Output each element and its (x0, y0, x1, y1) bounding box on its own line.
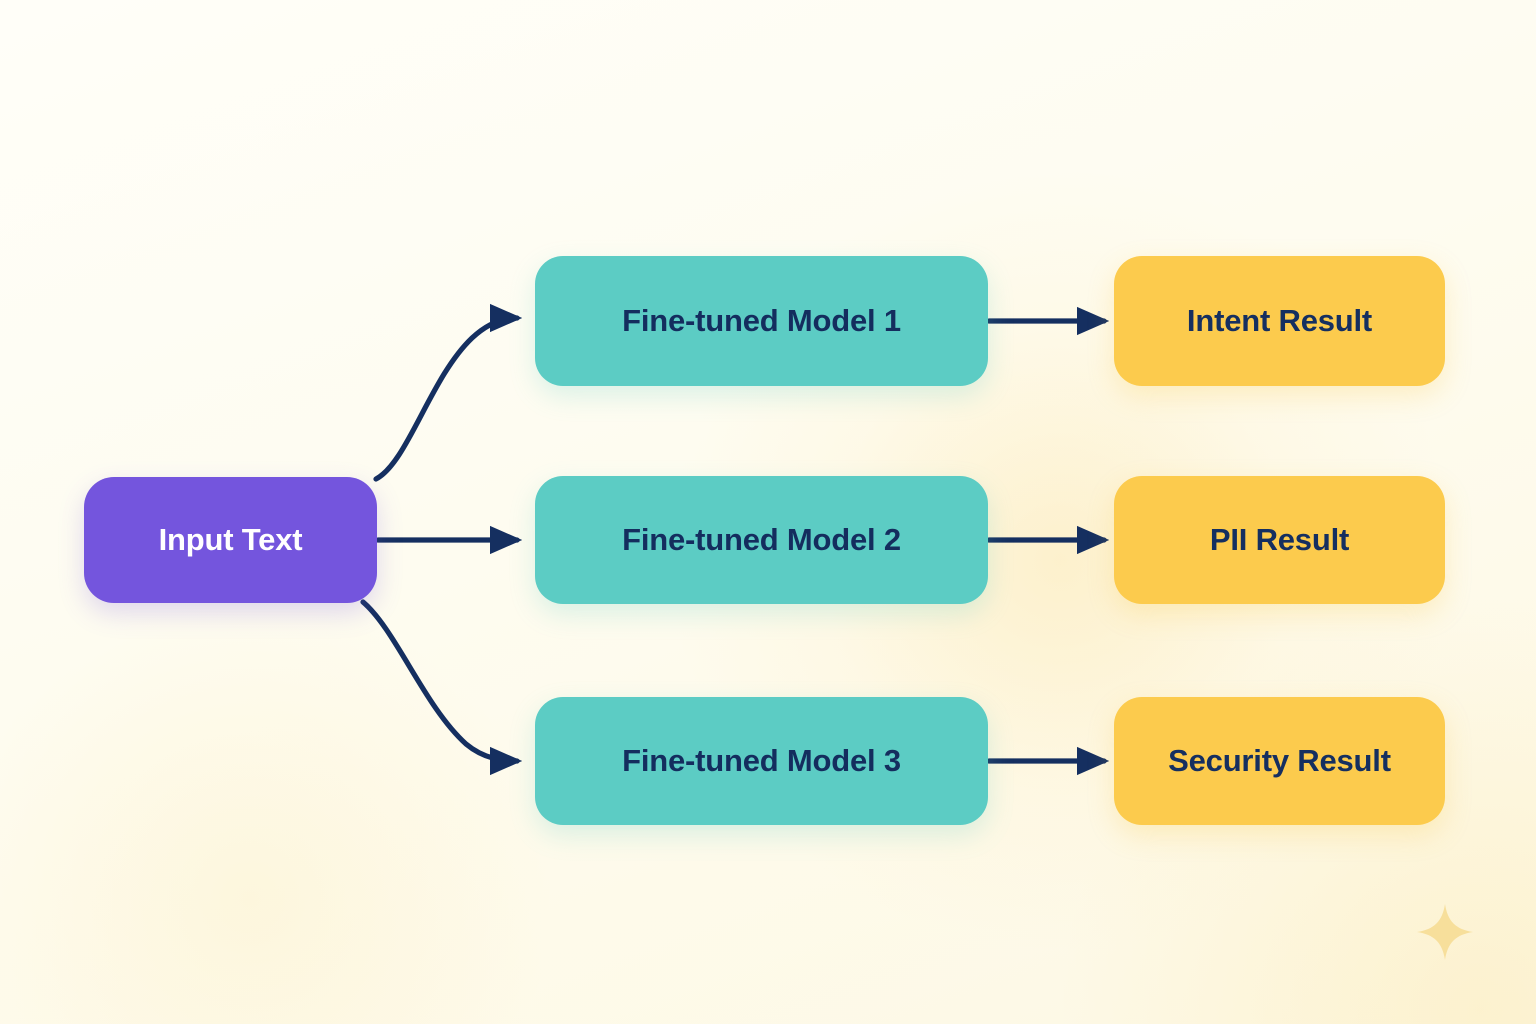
node-pii-result[interactable]: PII Result (1114, 476, 1445, 604)
node-fine-tuned-model-3[interactable]: Fine-tuned Model 3 (535, 697, 988, 825)
node-input-text[interactable]: Input Text (84, 477, 377, 603)
node-fine-tuned-model-1[interactable]: Fine-tuned Model 1 (535, 256, 988, 386)
node-pii-result-label: PII Result (1209, 522, 1350, 557)
node-intent-result-label: Intent Result (1186, 303, 1373, 338)
node-security-result[interactable]: Security Result (1114, 697, 1445, 825)
edge-input-to-model-3 (360, 599, 523, 776)
node-fine-tuned-model-2-label: Fine-tuned Model 2 (622, 522, 901, 557)
node-fine-tuned-model-3-label: Fine-tuned Model 3 (622, 743, 901, 778)
node-security-result-label: Security Result (1168, 743, 1391, 778)
node-intent-result[interactable]: Intent Result (1114, 256, 1445, 386)
edge-input-to-model-1 (373, 303, 523, 482)
node-input-text-label: Input Text (158, 522, 303, 557)
node-fine-tuned-model-1-label: Fine-tuned Model 1 (622, 303, 901, 338)
node-fine-tuned-model-2[interactable]: Fine-tuned Model 2 (535, 476, 988, 604)
